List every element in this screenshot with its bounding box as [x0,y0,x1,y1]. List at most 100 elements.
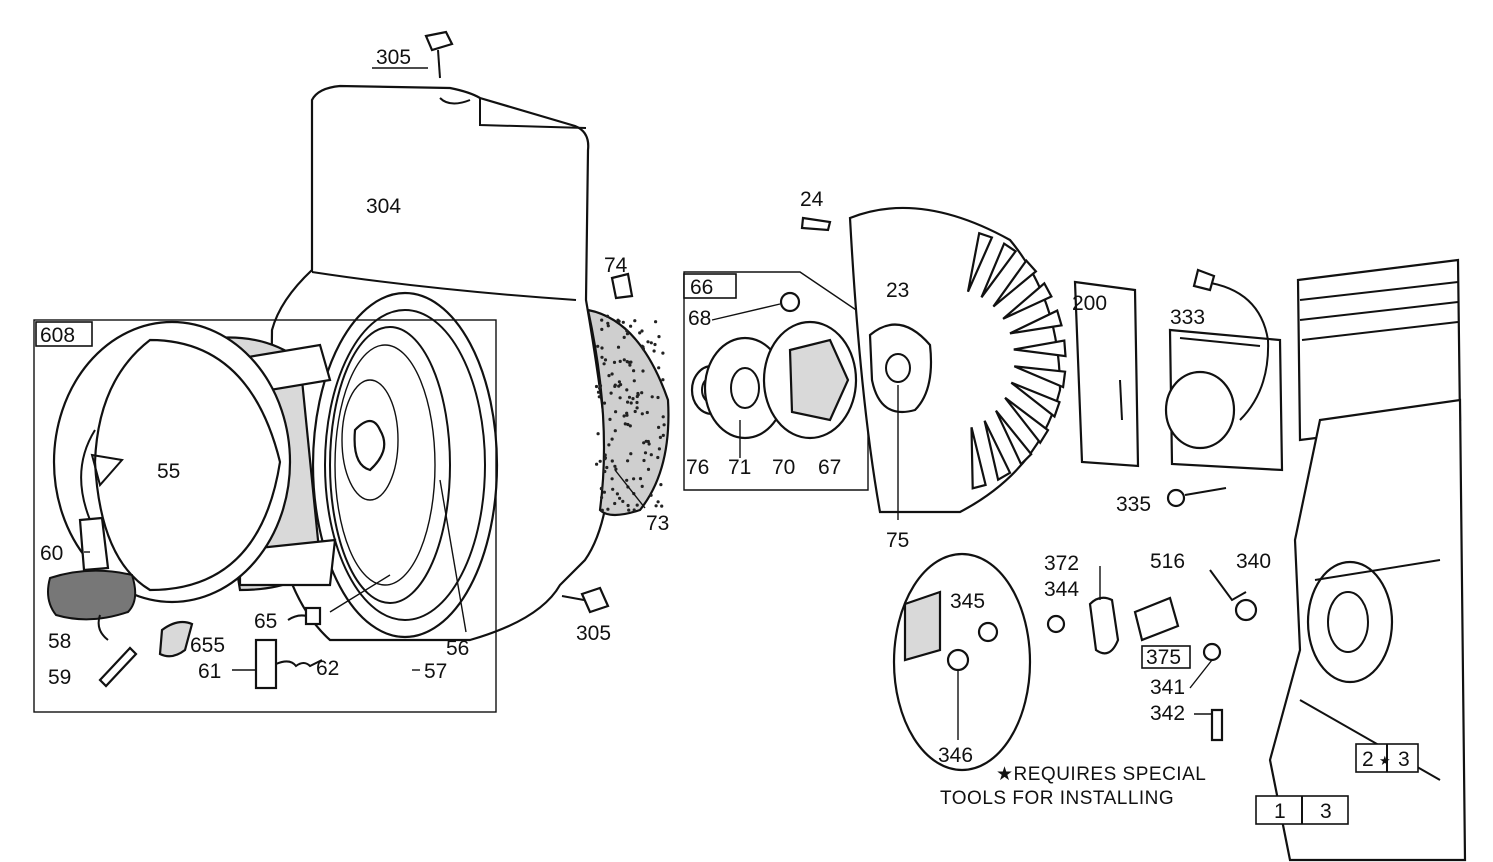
screen-dot [600,355,604,359]
screen-dot [633,319,637,323]
screen-dot [626,459,630,463]
screen-dot [640,344,644,348]
screen-dot [606,324,610,328]
screen-dot [606,321,610,325]
screen-dot [646,467,651,471]
screen-dot [636,391,640,396]
armature-333 [1164,268,1284,472]
screen-dot [649,493,653,497]
screen-dot [650,395,654,399]
screen-dot [629,324,633,328]
screen-dot [613,383,617,387]
screen-dot [644,439,648,443]
screw-335 [1184,487,1227,496]
screen-dot [659,483,663,487]
note-line-2: TOOLS FOR INSTALLING [940,788,1174,809]
flywheel-fin [1004,396,1050,445]
screen-dot [625,329,629,333]
label-3-top: 3 [1398,748,1410,771]
label-304: 304 [366,195,401,218]
flywheel-23 [800,206,1067,514]
screen-dot [642,441,646,445]
screen-dot [633,409,637,414]
label-56: 56 [446,637,469,660]
label-75: 75 [886,529,909,552]
label-341: 341 [1150,676,1185,699]
screen-dot [640,391,644,395]
label-76: 76 [686,456,709,479]
screen-dot [657,425,661,429]
label-70: 70 [772,456,795,479]
label-200: 200 [1072,292,1107,315]
screen-dot [596,344,600,348]
note-line-1: ★REQUIRES SPECIAL [996,764,1206,785]
label-55: 55 [157,460,180,483]
screen-dot [622,414,626,418]
clip-655 [158,620,194,658]
screen-dot [610,477,614,481]
part-labels: 305 304 24 74 66 68 23 200 333 608 55 76… [40,46,1410,823]
screen-dot [594,384,599,389]
label-340: 340 [1236,550,1271,573]
label-star: ★ [1379,753,1391,768]
screen-dot [625,411,629,415]
screen-dot [626,503,630,508]
label-335: 335 [1116,493,1151,516]
screen-dot [643,451,648,455]
lever-340 [1209,569,1247,602]
screen-dot [607,443,611,447]
screen-dot [622,335,626,339]
flywheel-fin [966,231,994,293]
solenoid-516 [1133,596,1180,642]
screen-dot [598,459,602,463]
screen-dot [610,437,614,441]
screen-dot [608,417,612,421]
screen-dot [613,464,617,468]
brake-wheel-345 [892,552,1032,772]
label-608: 608 [40,324,75,347]
screen-dot [657,447,662,451]
screen-dot [632,379,636,383]
label-344: 344 [1044,578,1079,601]
screen-dot [625,388,629,392]
plate-61 [254,638,278,690]
screen-dot [595,462,599,466]
screen-dot [627,508,631,512]
screw-344 [1046,614,1066,634]
screen-dot [622,358,626,362]
screen-dot [661,415,665,419]
screen-dot [657,366,661,370]
screen-dot [632,508,636,512]
flywheel-fin [1002,281,1053,320]
screen-dot [625,478,629,482]
flywheel-fin [1013,365,1067,389]
screen-dot [653,342,657,347]
screen-dot [600,327,604,331]
screen-dot [640,329,644,333]
label-74: 74 [604,254,628,277]
label-24: 24 [800,188,824,211]
screen-dot [635,406,639,410]
screen-dot [610,372,614,376]
screen-dot [603,469,607,474]
label-2: 2 [1362,748,1374,771]
screen-dot [628,424,632,428]
screen-dot [610,459,614,463]
screen-dot [607,374,611,378]
screen-dot [600,495,604,500]
screen-dot [649,341,653,345]
screen-dot [616,345,621,349]
bolt-305-bottom [561,586,610,614]
label-345: 345 [950,590,985,613]
assembly-frame-608 [33,319,497,713]
screen-dot [609,391,613,395]
label-67: 67 [818,456,841,479]
screen-dot [661,351,665,355]
label-66: 66 [690,276,713,299]
label-58: 58 [48,630,71,653]
screw-341 [1202,642,1222,662]
key-24 [800,216,832,232]
screen-dot [613,429,617,433]
screen-dot [641,347,646,351]
